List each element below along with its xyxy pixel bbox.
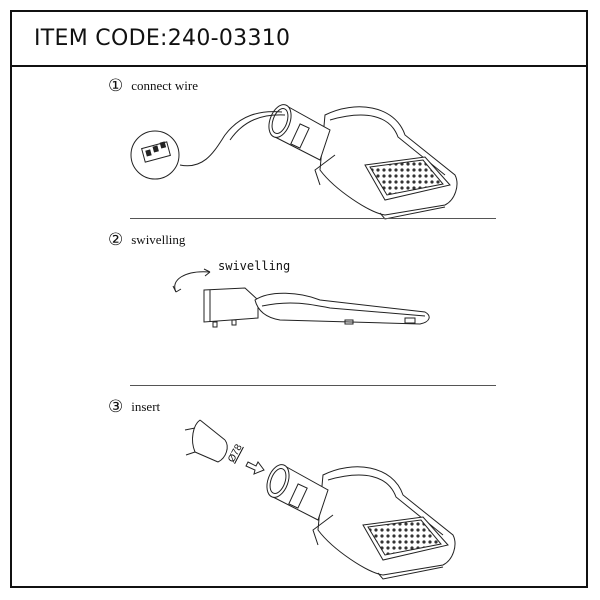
step-1-label: connect wire (131, 78, 199, 93)
swivelling-illustration (172, 268, 430, 328)
header: ITEM CODE:240-03310 (12, 12, 586, 67)
step-3-number: ③ (108, 397, 124, 416)
step-1-number: ① (108, 76, 124, 95)
step-3-heading: ③ insert (108, 397, 160, 417)
section-divider (130, 385, 496, 386)
section-divider (130, 218, 496, 219)
step-2-label: swivelling (131, 232, 186, 247)
step-3-label: insert (131, 399, 161, 414)
swivelling-annotation: swivelling (218, 259, 291, 273)
step-1-heading: ① connect wire (108, 76, 198, 96)
step-2-heading: ② swivelling (108, 230, 185, 250)
insert-illustration (184, 419, 456, 580)
document-frame: ITEM CODE:240-03310 (10, 10, 588, 588)
insert-arrow-icon (245, 461, 265, 475)
pole-pipe (184, 419, 228, 463)
item-code-title: ITEM CODE:240-03310 (34, 26, 291, 51)
connect-wire-illustration (130, 101, 458, 220)
step-2-number: ② (108, 230, 124, 249)
